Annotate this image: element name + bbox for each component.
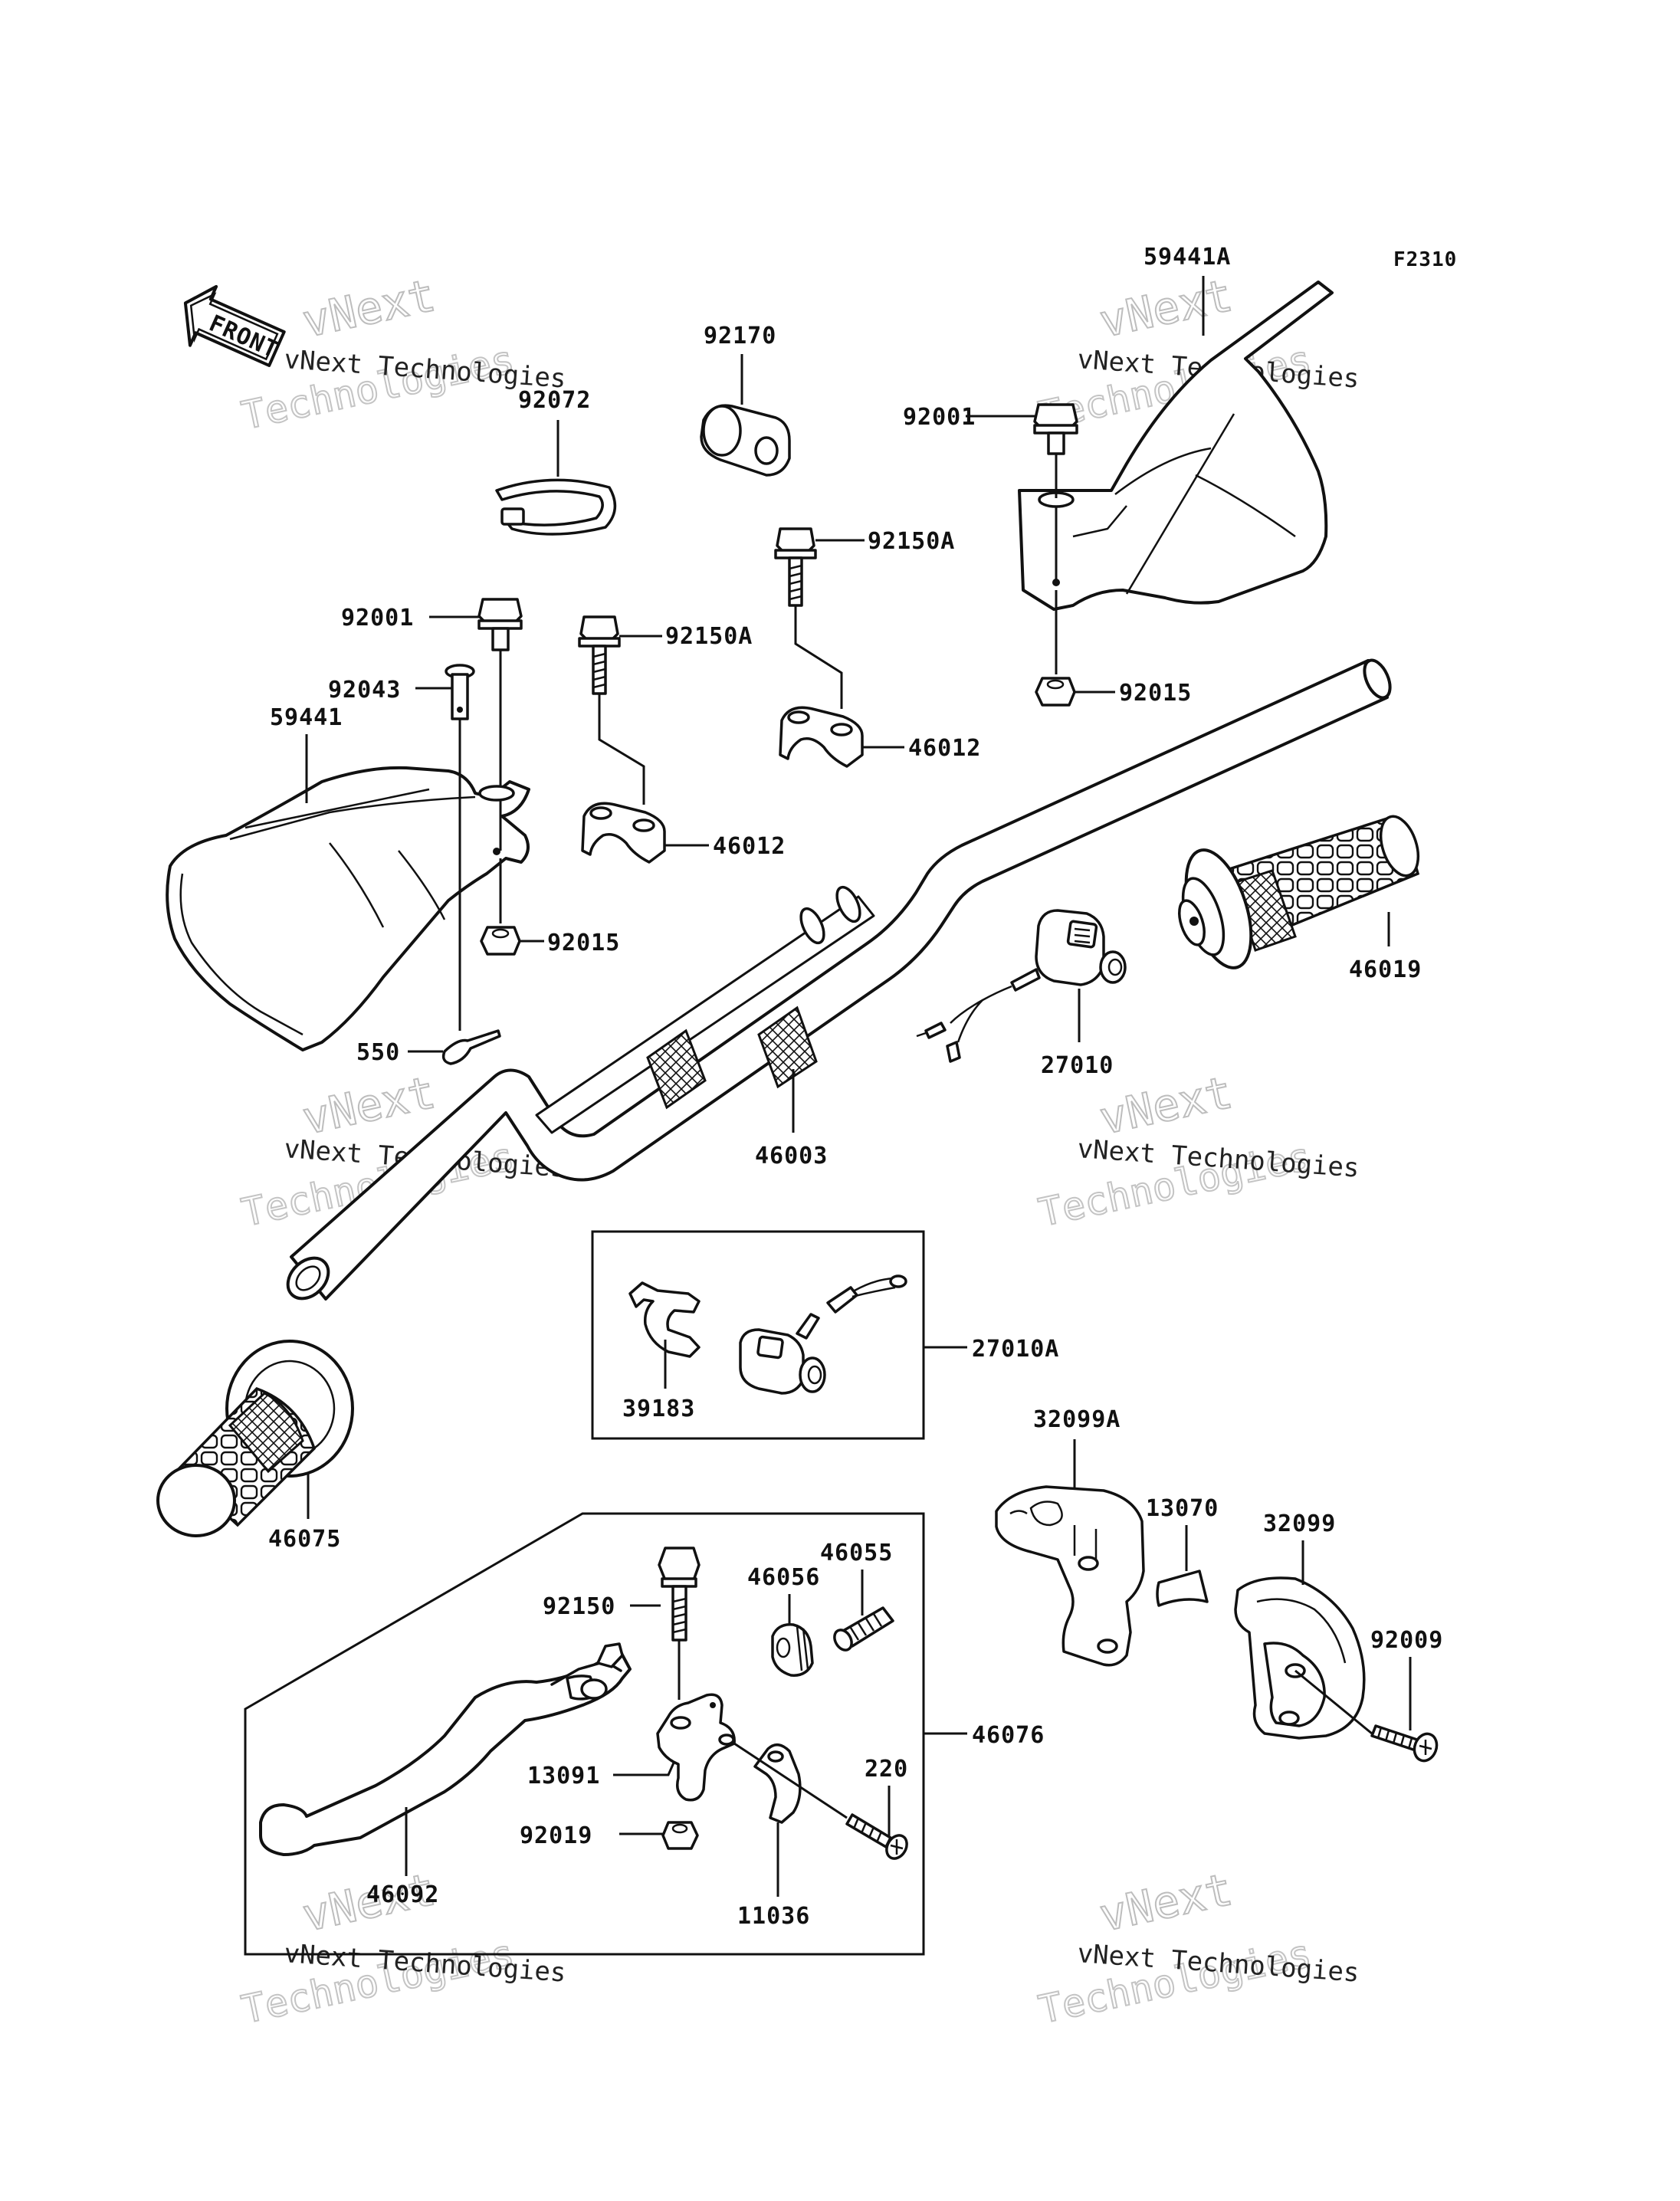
nut-92019 xyxy=(661,1821,699,1850)
bolt-92150A xyxy=(578,615,621,695)
label-46019: 46019 xyxy=(1349,956,1422,983)
label-59441: 59441 xyxy=(270,704,343,731)
leader-clamp-bolt xyxy=(598,694,645,805)
nut-92015 xyxy=(480,926,521,956)
leader-screw-220-axis xyxy=(733,1742,848,1819)
front-arrow-icon: FRONT xyxy=(183,284,286,367)
figure-code: F2310 xyxy=(1393,248,1457,271)
left-grip-46075 xyxy=(156,1340,354,1537)
hand-guard-59441 xyxy=(166,766,530,1051)
label-550: 550 xyxy=(356,1039,400,1066)
switch-27010A xyxy=(739,1274,907,1395)
label-92019: 92019 xyxy=(520,1822,592,1849)
clamp-92170 xyxy=(700,404,791,477)
label-39183: 39183 xyxy=(622,1396,695,1422)
kit-box-27010A xyxy=(591,1230,925,1440)
clamp-46012 xyxy=(581,802,666,864)
bolt-92150A-top xyxy=(774,527,817,607)
label-220: 220 xyxy=(865,1756,908,1783)
label-46055: 46055 xyxy=(820,1540,893,1566)
svg-text:vNext: vNext xyxy=(298,269,440,348)
label-46012: 46012 xyxy=(713,833,786,860)
leader-clamp-top-bolt xyxy=(794,605,843,709)
label-92015-top: 92015 xyxy=(1119,680,1192,707)
label-92043: 92043 xyxy=(328,677,401,704)
label-92150A: 92150A xyxy=(665,623,753,650)
nut-92015-top xyxy=(1035,677,1076,707)
svg-text:vNext: vNext xyxy=(298,1066,440,1145)
label-32099: 32099 xyxy=(1263,1511,1336,1537)
label-92009: 92009 xyxy=(1370,1627,1443,1654)
label-46092: 46092 xyxy=(366,1881,439,1908)
adjuster-bolt-46055 xyxy=(833,1606,894,1652)
label-27010A: 27010A xyxy=(972,1336,1059,1363)
bolt-92150 xyxy=(658,1547,701,1642)
watermark-bottom-right: vNext Technologies vNext Technologies xyxy=(1034,1862,1360,2033)
cotter-pin-550 xyxy=(441,1029,501,1065)
label-92150A-top: 92150A xyxy=(868,528,955,555)
leader-13091 xyxy=(613,1760,676,1776)
leader-screw-axis xyxy=(1294,1669,1373,1735)
svg-text:vNext: vNext xyxy=(1095,1863,1237,1942)
adjuster-nut-46056 xyxy=(771,1623,814,1677)
screw-220 xyxy=(845,1813,908,1860)
label-13070: 13070 xyxy=(1146,1495,1219,1522)
label-92015: 92015 xyxy=(547,930,620,956)
housing-32099 xyxy=(1234,1576,1366,1740)
housing-32099A xyxy=(995,1485,1145,1667)
svg-text:vNext: vNext xyxy=(1095,269,1237,348)
label-46056: 46056 xyxy=(747,1564,820,1591)
pin-92043 xyxy=(445,664,475,720)
clutch-lever-46092 xyxy=(259,1642,632,1856)
spacer-13070 xyxy=(1156,1570,1209,1607)
watermark-mid-right: vNext Technologies vNext Technologies xyxy=(1034,1065,1360,1236)
kill-switch-27010 xyxy=(916,909,1127,1063)
bolt-92001 xyxy=(477,598,523,651)
bolt-92001-top xyxy=(1033,403,1078,455)
cable-tie-92072 xyxy=(495,478,617,536)
svg-text:vNext: vNext xyxy=(1095,1066,1237,1145)
clamp-46012-top xyxy=(779,706,864,768)
handlebar-46003 xyxy=(286,658,1392,1301)
label-46076: 46076 xyxy=(972,1722,1045,1749)
label-59441A: 59441A xyxy=(1144,244,1231,271)
label-13091: 13091 xyxy=(527,1763,600,1789)
label-92170: 92170 xyxy=(704,323,776,349)
label-92001: 92001 xyxy=(341,605,414,631)
watermark-top-left: vNext Technologies vNext Technologies xyxy=(237,268,566,439)
screw-92009 xyxy=(1370,1724,1439,1763)
label-46012-top: 46012 xyxy=(908,735,981,762)
label-27010: 27010 xyxy=(1041,1052,1114,1079)
label-46003: 46003 xyxy=(755,1143,828,1169)
throttle-grip-46019 xyxy=(1178,815,1420,969)
label-32099A: 32099A xyxy=(1033,1406,1121,1433)
lever-holder-13091 xyxy=(656,1693,736,1802)
label-92150: 92150 xyxy=(543,1593,615,1620)
label-11036: 11036 xyxy=(737,1903,810,1930)
label-92001-top: 92001 xyxy=(903,404,976,431)
label-92072: 92072 xyxy=(518,387,591,414)
label-46075: 46075 xyxy=(268,1526,341,1553)
clamp-11036 xyxy=(753,1743,802,1824)
